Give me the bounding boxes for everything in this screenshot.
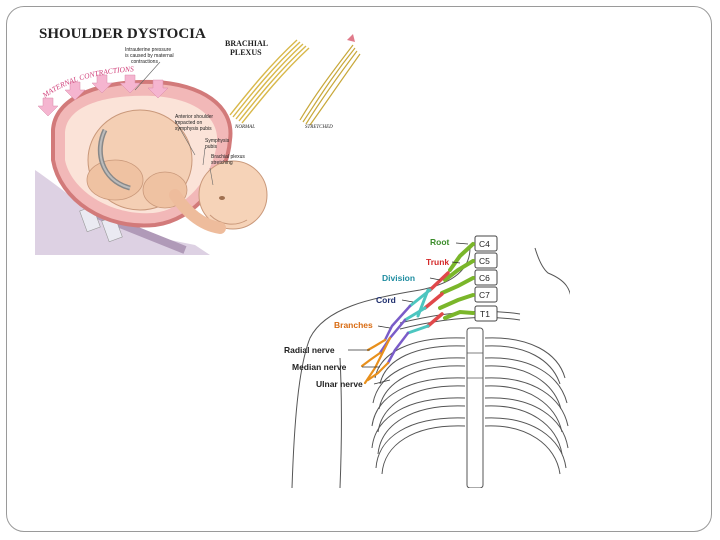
label-radial-nerve: Radial nerve: [284, 345, 335, 355]
nerve-divisions: [403, 288, 432, 335]
note-shoulder-line-1: Anterior shoulder: [175, 114, 213, 120]
stretched-label: STRETCHED: [305, 125, 333, 130]
shoulder-dystocia-title: SHOULDER DYSTOCIA: [39, 26, 206, 42]
vertebra-c6: C6: [479, 273, 490, 283]
normal-plexus-fibers: [229, 39, 310, 124]
note-plexus-line-1: Brachial plexus: [211, 154, 245, 160]
note-shoulder-line-2: impacted on: [175, 120, 202, 126]
brachial-plexus-diagram: C4 C5 C6 C7 T1: [284, 235, 570, 488]
normal-label: NORMAL: [234, 125, 255, 130]
stretched-plexus-fibers: [299, 44, 361, 126]
vertebra-t1: T1: [480, 309, 490, 319]
brachial-plexus-title-line-2: PLEXUS: [230, 48, 262, 57]
vertebrae-column: [474, 235, 498, 322]
note-symphysis-line-1: Symphysis: [205, 138, 230, 144]
torso-outline: [291, 247, 570, 488]
label-root: Root: [430, 237, 450, 247]
label-division: Division: [382, 273, 415, 283]
brachial-plexus-title-line-1: BRACHIAL: [225, 39, 268, 48]
nerve-cords: [378, 304, 412, 365]
vertebra-c4: C4: [479, 239, 490, 249]
label-branches: Branches: [334, 320, 373, 330]
label-cord: Cord: [376, 295, 396, 305]
rib-cage: [371, 337, 569, 475]
vertebra-c5: C5: [479, 256, 490, 266]
nerve-branches: [360, 336, 392, 385]
vertebra-c7: C7: [479, 290, 490, 300]
note-shoulder-line-3: symphysis pubis: [175, 126, 212, 132]
note-symphysis-line-2: pubis: [205, 144, 217, 150]
label-ulnar-nerve: Ulnar nerve: [316, 379, 363, 389]
label-median-nerve: Median nerve: [292, 362, 347, 372]
label-trunk: Trunk: [426, 257, 449, 267]
nerve-trunks: [423, 271, 450, 328]
nerve-roots: [438, 242, 475, 320]
note-pressure-line-2: is caused by maternal: [125, 53, 174, 59]
note-pressure-line-3: contractions: [131, 59, 158, 65]
note-plexus-line-2: stretching: [211, 160, 233, 166]
note-pressure-line-1: Intrauterine pressure: [125, 47, 171, 53]
shoulder-dystocia-illustration: SHOULDER DYSTOCIA MATERNAL CONTRACTIONS …: [35, 26, 361, 255]
